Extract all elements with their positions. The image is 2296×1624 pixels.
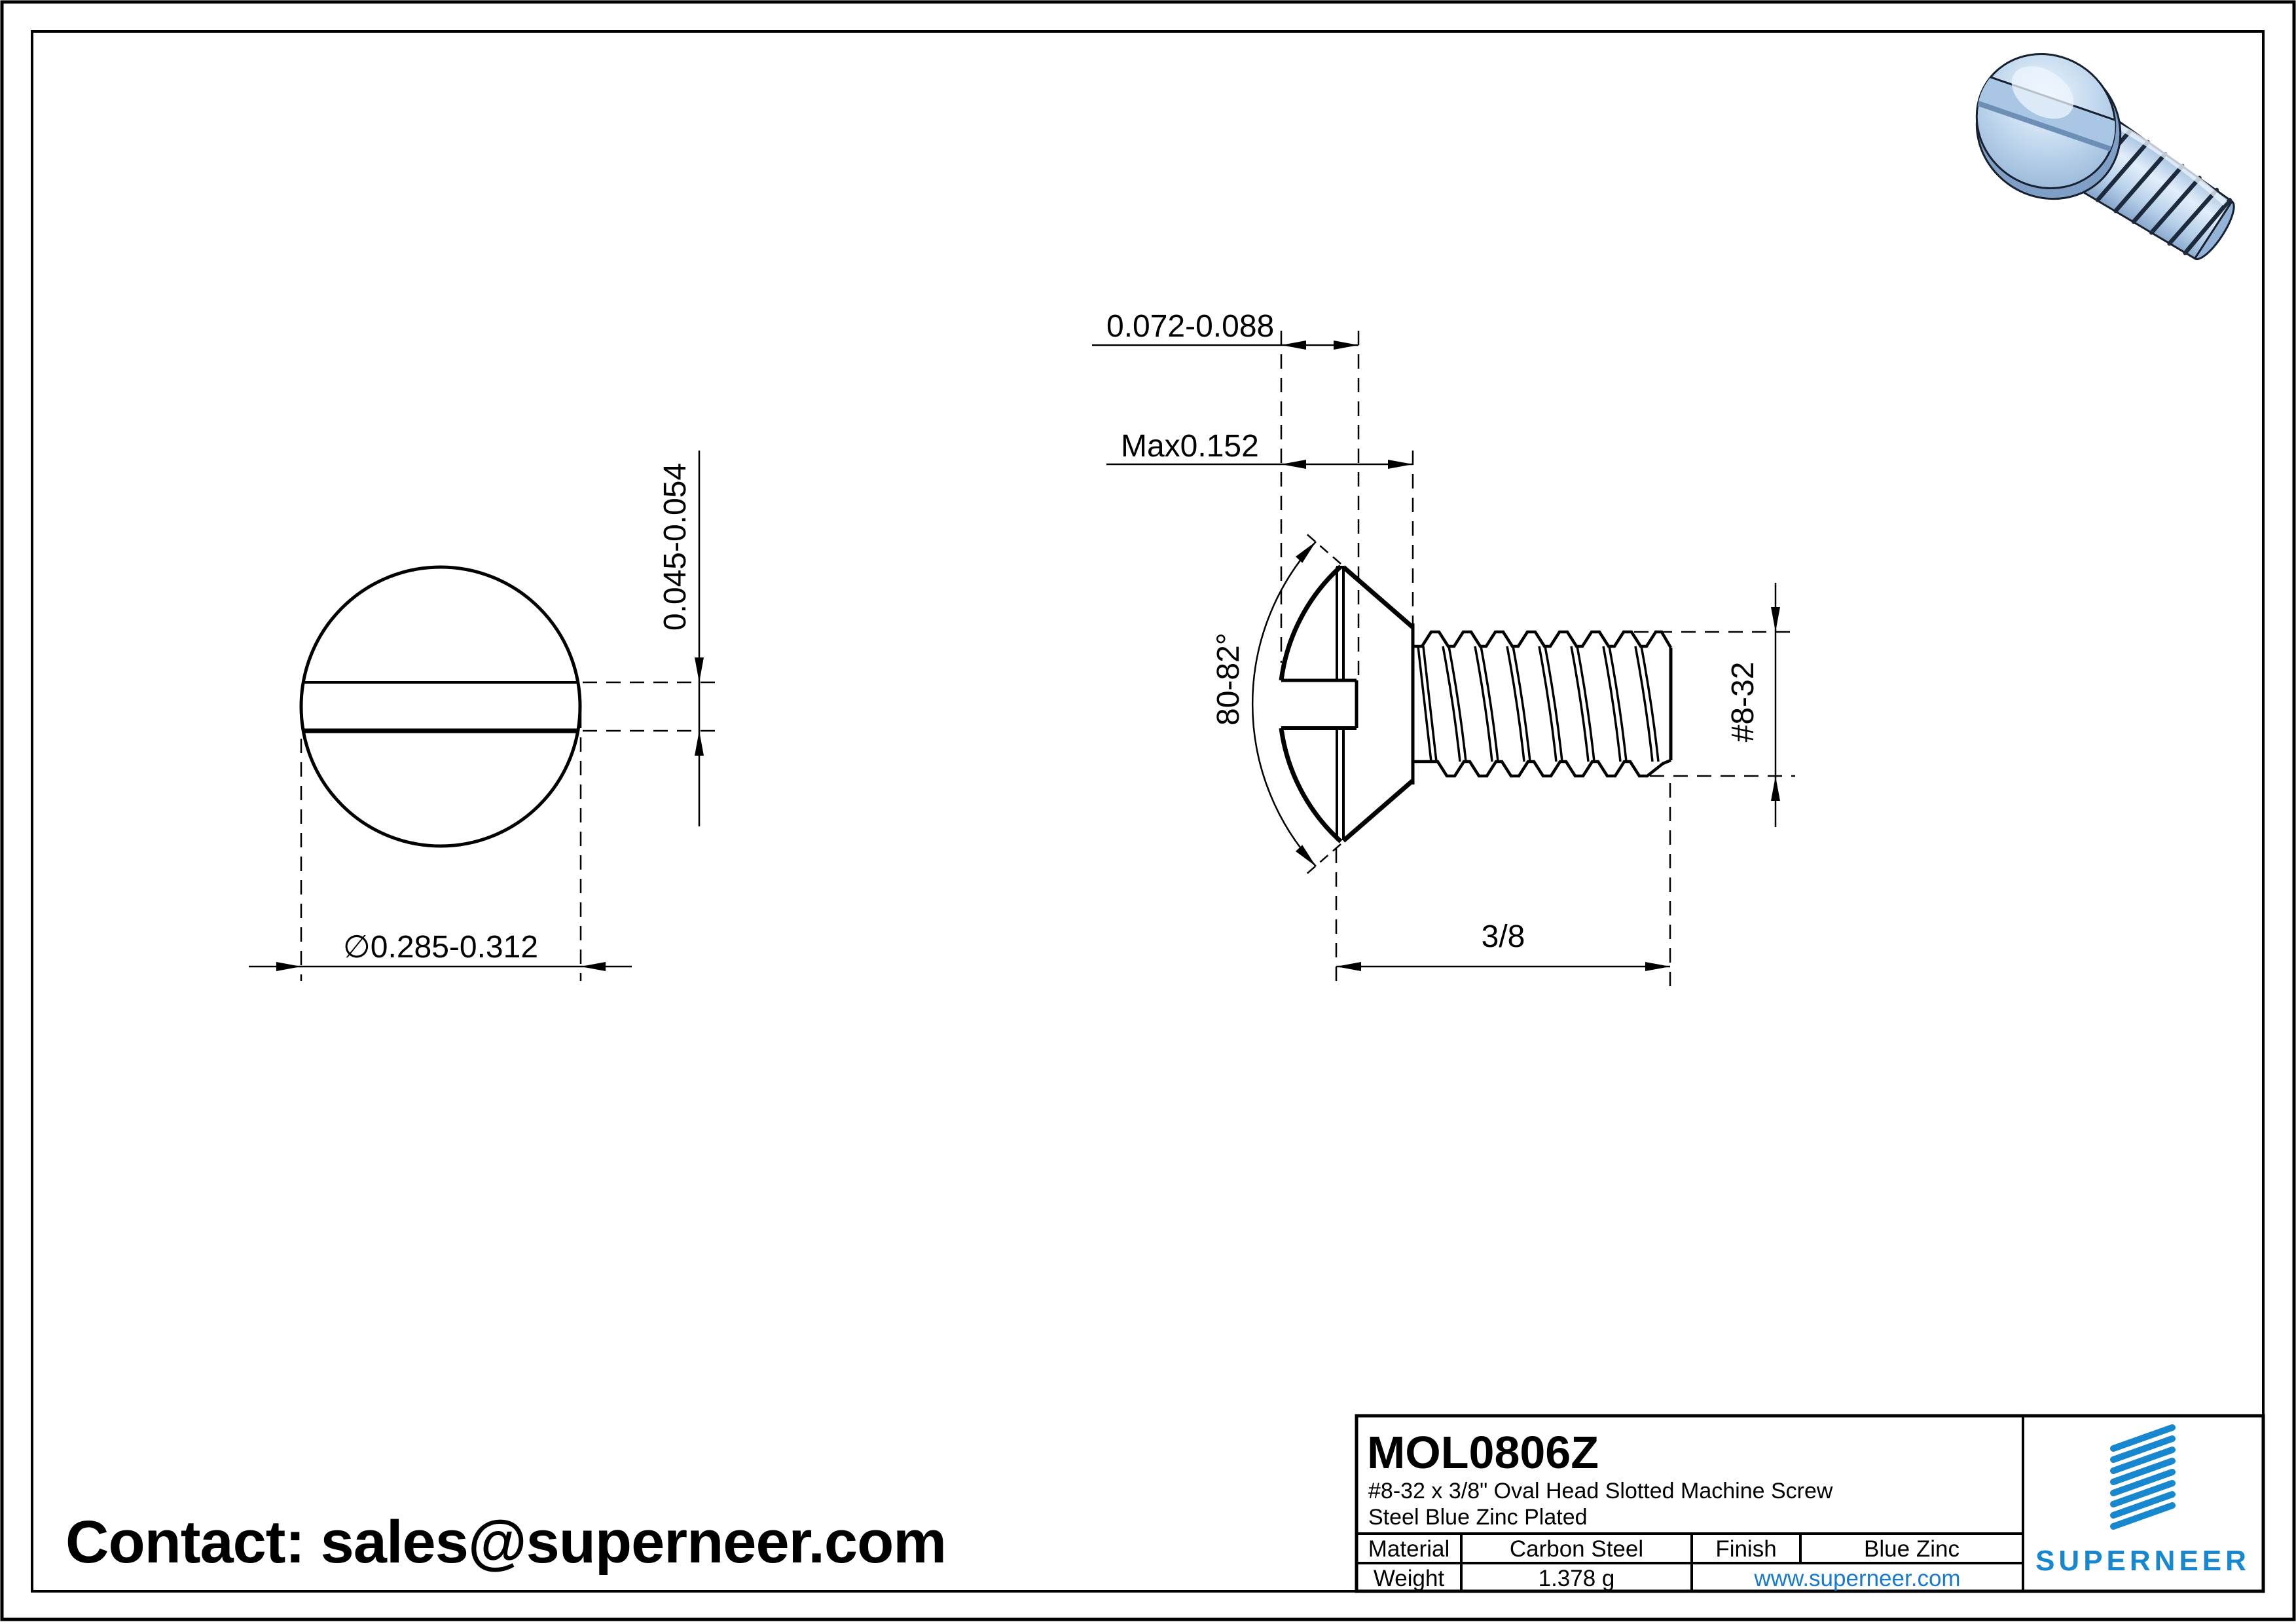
arrowhead — [695, 657, 704, 682]
finish-label: Finish — [1715, 1536, 1776, 1562]
dim-thread-size-label: #8-32 — [1726, 662, 1760, 743]
angle-leg — [1304, 532, 1341, 564]
description-line-1: #8-32 x 3/8" Oval Head Slotted Machine S… — [1368, 1479, 1833, 1504]
arrowhead — [1336, 962, 1361, 971]
thread-profile-top — [1413, 630, 1672, 649]
weight-label: Weight — [1374, 1566, 1445, 1591]
superneer-logo: SUPERNEER — [2035, 1424, 2250, 1577]
dim-head-height-label: Max0.152 — [1121, 429, 1259, 464]
cone-edge-bottom — [1341, 779, 1415, 843]
arrowhead — [1281, 341, 1306, 350]
arrowhead — [1334, 341, 1358, 350]
material-label: Material — [1368, 1536, 1449, 1562]
title-block: MOL0806Z #8-32 x 3/8" Oval Head Slotted … — [1355, 1414, 2265, 1593]
dim-slot-depth-label: 0.072-0.088 — [1106, 309, 1274, 344]
arrowhead — [1295, 845, 1316, 866]
dim-head-diameter-label: ∅0.285-0.312 — [343, 930, 538, 965]
thread-helix-lines — [1417, 646, 1660, 762]
title-block-frame — [1355, 1414, 2265, 1593]
website-link[interactable]: www.superneer.com — [1753, 1566, 1960, 1591]
arrowhead — [1645, 962, 1670, 971]
dim-head-angle-label: 80-82° — [1211, 633, 1246, 726]
side-view: 0.072-0.088 Max0.152 80-82° #8-32 3/8 — [1092, 309, 1795, 990]
head-crown-arc — [1279, 564, 1343, 681]
front-view: 0.045-0.054 ∅0.285-0.312 — [249, 451, 720, 981]
arrowhead — [1281, 460, 1306, 469]
dome-highlight — [2011, 66, 2074, 119]
screw-3d-render — [1972, 53, 2235, 261]
dim-thread-length-label: 3/8 — [1482, 919, 1525, 954]
cone-edge-top — [1341, 565, 1415, 629]
weight-value: 1.378 g — [1539, 1566, 1615, 1591]
head-crown-arc — [1279, 728, 1343, 843]
arrowhead — [695, 731, 704, 756]
thread-profile-bottom — [1413, 758, 1671, 778]
material-value: Carbon Steel — [1510, 1536, 1643, 1562]
inner-border — [31, 30, 2265, 1593]
angle-dimension-arc — [1252, 541, 1317, 867]
arrowhead — [1295, 542, 1316, 563]
dim-slot-width-label: 0.045-0.054 — [658, 463, 693, 631]
arrowhead — [1388, 460, 1413, 469]
part-number: MOL0806Z — [1367, 1427, 1599, 1478]
description-line-2: Steel Blue Zinc Plated — [1368, 1505, 1588, 1530]
brand-name: SUPERNEER — [2035, 1545, 2250, 1577]
arrowhead — [581, 962, 606, 971]
contact-line: Contact: sales@superneer.com — [65, 1509, 946, 1576]
head-outline — [299, 565, 582, 848]
superneer-logo-stripes — [2110, 1424, 2176, 1530]
arrowhead — [1771, 607, 1780, 632]
angle-leg — [1304, 843, 1341, 876]
finish-value: Blue Zinc — [1864, 1536, 1959, 1562]
arrowhead — [1771, 776, 1780, 801]
arrowhead — [276, 962, 301, 971]
